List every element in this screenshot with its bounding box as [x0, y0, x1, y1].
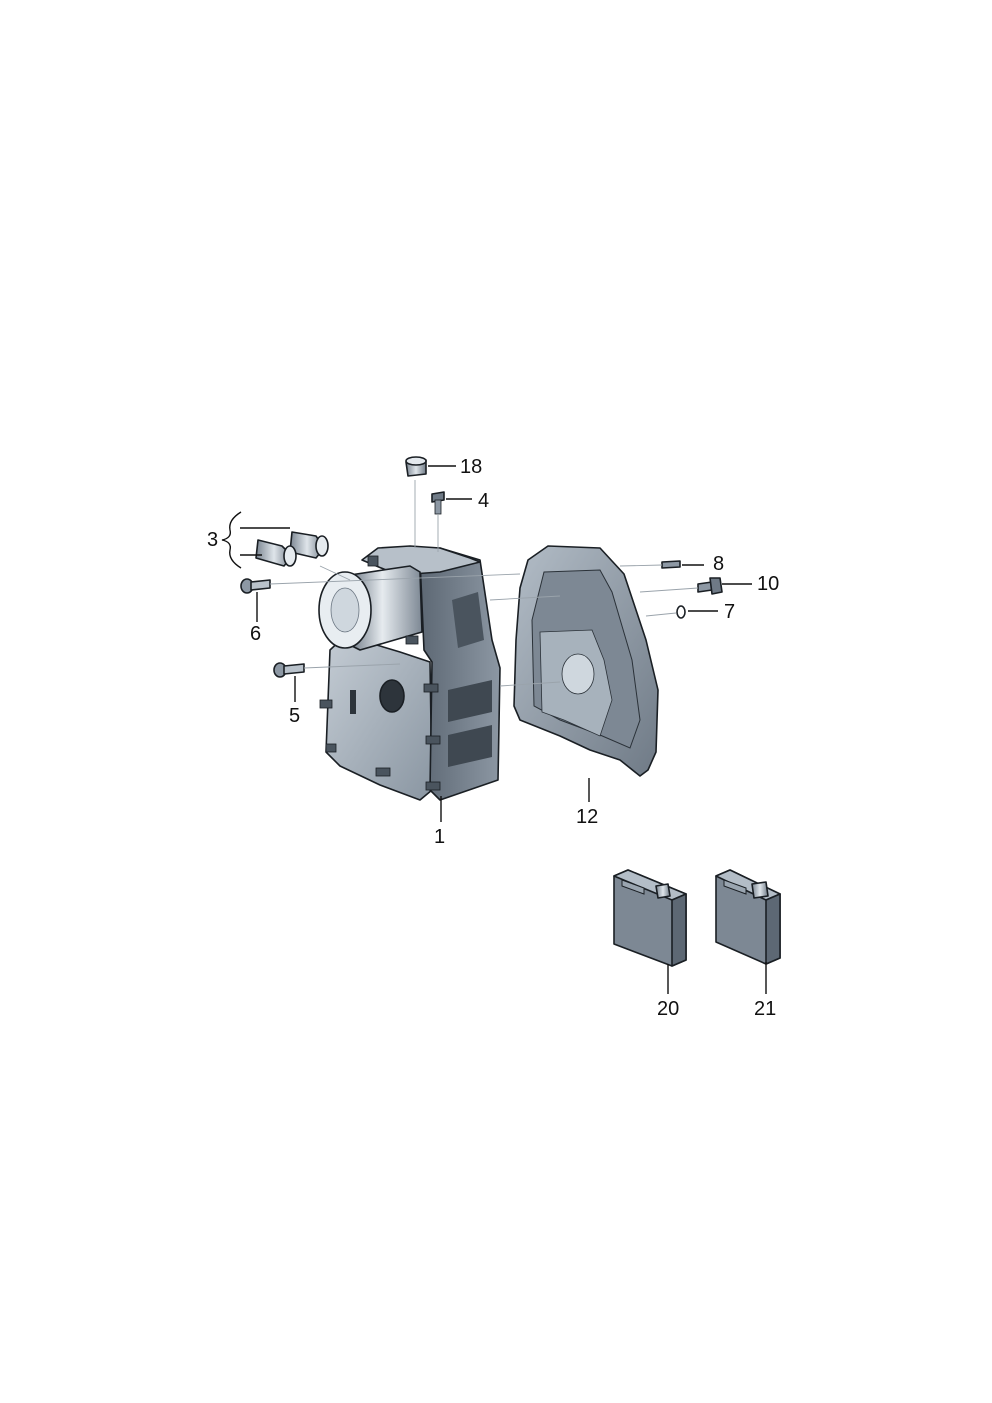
pin-8-part: [661, 560, 681, 569]
housing-part: [318, 545, 501, 801]
callout-8: 8: [713, 553, 724, 575]
assembly-guide-lines: [269, 480, 699, 687]
callout-18: 18: [460, 456, 482, 478]
plug-18-part: [405, 456, 427, 477]
callout-5: 5: [289, 705, 300, 727]
screw-10-part: [697, 577, 723, 595]
callout-3: 3: [207, 529, 218, 551]
callout-10: 10: [757, 573, 779, 595]
callout-12: 12: [576, 806, 598, 828]
bolt-5-part: [273, 662, 305, 678]
callout-4: 4: [478, 490, 489, 512]
bolt-6-part: [240, 578, 271, 594]
seals-3-part: [255, 531, 329, 567]
gasket-part: [513, 545, 659, 777]
container-20-part: [613, 869, 687, 967]
callout-1: 1: [434, 826, 445, 848]
callout-7: 7: [724, 601, 735, 623]
leader-lines: [221, 465, 767, 994]
container-21-part: [715, 869, 781, 965]
callout-20: 20: [657, 998, 679, 1020]
bolt-4-part: [431, 491, 445, 515]
callout-6: 6: [250, 623, 261, 645]
oring-7-part: [676, 605, 686, 619]
callout-21: 21: [754, 998, 776, 1020]
